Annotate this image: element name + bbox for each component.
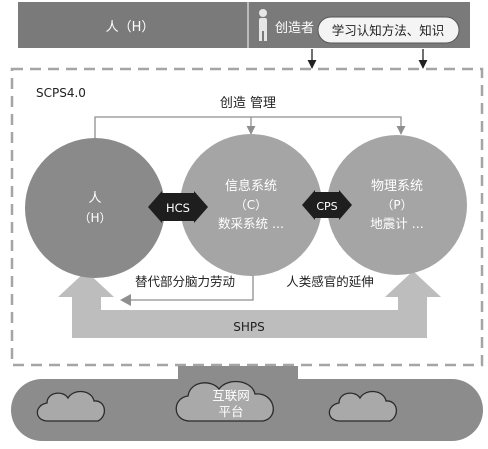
- methods-pill: [317, 16, 460, 44]
- create-manage-bracket: [94, 116, 406, 140]
- cps-label: CPS: [316, 200, 337, 213]
- create-manage-label: 创造 管理: [220, 96, 276, 111]
- platform-line2: 平台: [218, 404, 243, 419]
- info-system-code: （C）: [235, 198, 267, 212]
- info-system-sub: 数采系统 ...: [218, 216, 284, 231]
- methods-label: 学习认知方法、知识: [332, 23, 445, 38]
- human-circle-label: 人: [88, 191, 101, 206]
- cloud-icon-right: [328, 390, 397, 422]
- physical-system-sub: 地震计 ...: [370, 216, 423, 231]
- human-circle: [25, 138, 165, 278]
- sense-extension-label: 人类感官的延伸: [286, 274, 374, 289]
- physical-system-circle: [327, 135, 467, 275]
- info-system-circle: [180, 134, 322, 276]
- shps-arrow: [58, 271, 441, 338]
- platform-line1: 互联网: [212, 388, 250, 403]
- human-circle-code: （H）: [78, 211, 111, 225]
- hcs-label: HCS: [166, 201, 190, 215]
- feedback-line: [131, 276, 254, 301]
- cloud-icon: [36, 390, 105, 422]
- cloud-icon-center: [175, 380, 274, 422]
- hcs-double-arrow: [148, 191, 208, 223]
- top-bar: 人（H） 创造者 学习认知方法、知识: [18, 2, 470, 48]
- shps-label: SHPS: [233, 320, 265, 334]
- scps-title: SCPS4.0: [36, 86, 86, 100]
- physical-system-code: （P）: [381, 198, 412, 212]
- feedback-arrowhead: [120, 294, 131, 306]
- info-system-label: 信息系统: [225, 178, 277, 194]
- physical-system-label: 物理系统: [371, 179, 423, 194]
- creator-label: 创造者: [275, 21, 314, 36]
- scps-frame: [10, 67, 484, 367]
- human-label: 人（H）: [106, 20, 155, 35]
- person-figure-icon: [259, 9, 267, 41]
- replace-labor-label: 替代部分脑力劳动: [135, 274, 235, 289]
- platform-connector: [178, 366, 298, 382]
- cps-double-arrow: [302, 190, 352, 220]
